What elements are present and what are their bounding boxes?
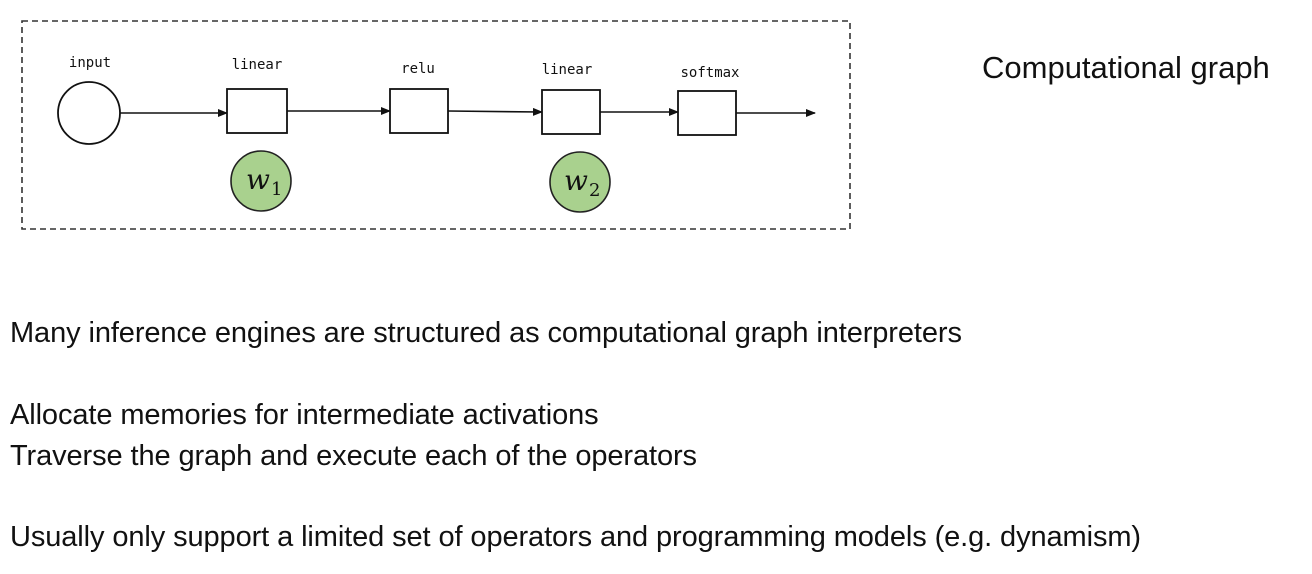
node-linear-1-label: linear <box>232 57 283 73</box>
weight-w2-label: w2 <box>564 164 600 201</box>
node-relu-label: relu <box>401 61 435 77</box>
node-linear-2: linear <box>541 62 601 135</box>
paragraph-limited-operators: Usually only support a limited set of op… <box>10 521 1141 553</box>
node-input-label: input <box>69 55 111 71</box>
node-linear-2-label: linear <box>542 62 593 78</box>
graph-boundary-dashed <box>21 20 851 230</box>
weight-w1: w1 <box>230 150 292 212</box>
node-softmax: softmax <box>677 65 740 136</box>
node-softmax-label: softmax <box>680 65 739 81</box>
computational-graph-diagram: input linear relu linear softmax w1 w2 <box>21 20 851 230</box>
weight-w2: w2 <box>549 151 611 213</box>
node-relu: relu <box>389 61 449 134</box>
paragraph-inference-engines: Many inference engines are structured as… <box>10 317 962 349</box>
weight-w1-label: w1 <box>246 163 282 200</box>
node-input: input <box>57 55 121 145</box>
edge-relu-to-linear-2 <box>447 107 543 116</box>
paragraph-traverse-graph: Traverse the graph and execute each of t… <box>10 440 697 472</box>
paragraph-allocate-memories: Allocate memories for intermediate activ… <box>10 399 599 431</box>
diagram-caption: Computational graph <box>982 50 1270 85</box>
node-linear-1: linear <box>226 57 288 134</box>
